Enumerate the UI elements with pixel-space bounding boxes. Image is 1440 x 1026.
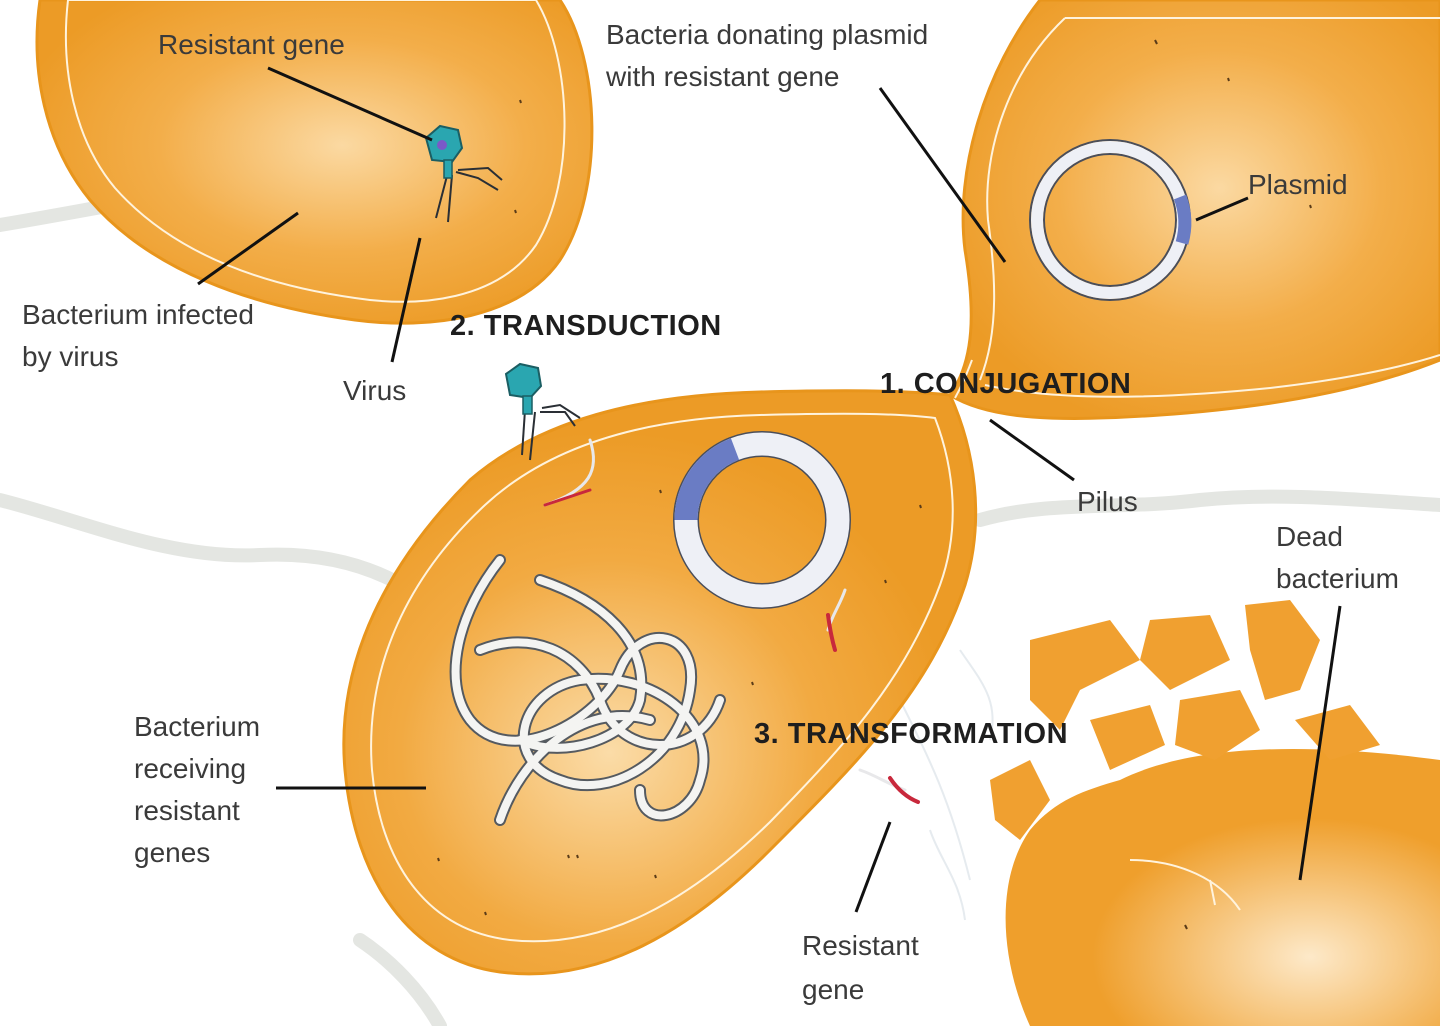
label-resistant-gene-bottom-line2: gene bbox=[802, 974, 865, 1005]
bacterium-infected bbox=[35, 0, 594, 325]
label-pilus: Pilus bbox=[1077, 486, 1138, 517]
label-virus: Virus bbox=[343, 375, 407, 406]
dead-bacterium-cracks bbox=[1129, 859, 1241, 911]
label-receiving-line1: Bacterium bbox=[134, 711, 261, 742]
bacterium-donor bbox=[947, 0, 1440, 420]
virus-infecting bbox=[424, 124, 503, 223]
virus-free bbox=[504, 362, 581, 461]
label-plasmid: Plasmid bbox=[1248, 169, 1348, 200]
cytoplasm-specks bbox=[437, 39, 1312, 930]
label-resistant-gene-bottom-line1: Resistant bbox=[802, 930, 919, 961]
label-donating-line1: Bacteria donating plasmid bbox=[606, 19, 929, 50]
bacterium-dead bbox=[990, 600, 1440, 1026]
label-dead-line1: Dead bbox=[1276, 521, 1343, 552]
label-infected-line2: by virus bbox=[22, 341, 119, 372]
plasmid-donor bbox=[1029, 139, 1192, 301]
label-receiving-line3: resistant bbox=[134, 795, 240, 826]
heading-transformation: 3. TRANSFORMATION bbox=[754, 718, 1069, 750]
plasmid-received bbox=[673, 431, 851, 609]
heading-conjugation: 1. CONJUGATION bbox=[880, 368, 1132, 400]
label-receiving-line4: genes bbox=[134, 837, 211, 868]
label-donating-line2: with resistant gene bbox=[606, 61, 840, 92]
chromosome-dna bbox=[449, 554, 726, 826]
heading-transduction: 2. TRANSDUCTION bbox=[450, 310, 722, 342]
leader-lines bbox=[197, 66, 1342, 913]
label-dead-line2: bacterium bbox=[1276, 563, 1399, 594]
label-infected-line1: Bacterium infected bbox=[22, 299, 254, 330]
pilus-junction bbox=[954, 359, 973, 399]
label-receiving-line2: receiving bbox=[134, 753, 247, 784]
label-resistant-gene-top: Resistant gene bbox=[158, 29, 345, 60]
resistant-gene-fragments bbox=[543, 438, 920, 804]
bacterium-receiving bbox=[342, 389, 978, 976]
